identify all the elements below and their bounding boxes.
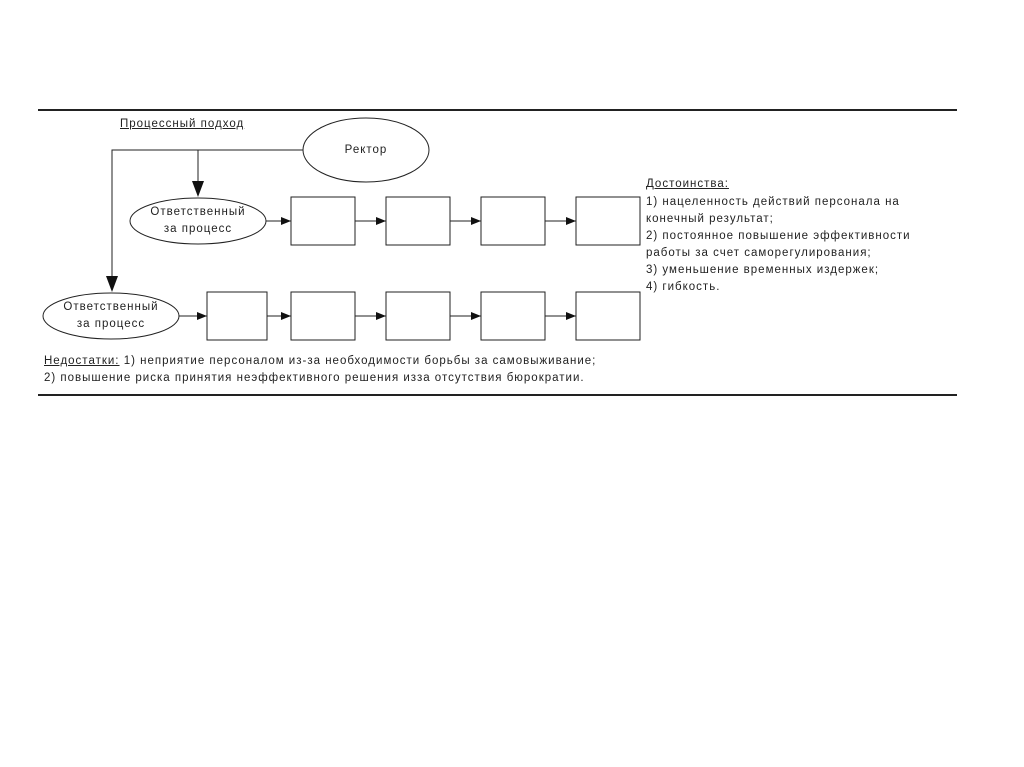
disadvantage-text: 1) неприятие персоналом из-за необходимо…: [119, 355, 597, 367]
disadvantages-line-2: 2) повышение риска принятия неэффективно…: [44, 372, 585, 384]
arrow-down-icon: [106, 276, 118, 292]
connector-rector: [111, 149, 303, 282]
process-step: [290, 196, 356, 246]
owner-label-line: Ответственный: [150, 206, 246, 218]
process-step: [290, 291, 356, 341]
process-step: [480, 196, 546, 246]
disadvantages-line-1: Недостатки: 1) неприятие персоналом из-з…: [44, 355, 596, 367]
process-step: [385, 196, 451, 246]
advantage-line: работы за счет саморегулирования;: [646, 247, 872, 259]
process-step: [575, 291, 641, 341]
flow-arrows: [179, 217, 576, 320]
row-2: [206, 291, 641, 341]
process-step: [206, 291, 268, 341]
rector-label: Ректор: [344, 144, 388, 156]
owner-label-1: Ответственный за процесс: [130, 204, 266, 238]
process-step: [385, 291, 451, 341]
advantages-heading: Достоинства:: [646, 178, 729, 190]
owner-label-2: Ответственный за процесс: [43, 299, 179, 333]
advantage-line: 1) нацеленность действий персонала на: [646, 196, 900, 208]
owner-label-line: Ответственный: [63, 301, 159, 313]
advantage-line: 4) гибкость.: [646, 281, 721, 293]
advantage-line: 2) постоянное повышение эффективности: [646, 230, 911, 242]
owner-label-line: за процесс: [76, 318, 146, 330]
process-step: [480, 291, 546, 341]
diagram-title: Процессный подход: [120, 118, 245, 130]
owner-label-line: за процесс: [163, 223, 233, 235]
advantage-line: 3) уменьшение временных издержек;: [646, 264, 880, 276]
process-step: [575, 196, 641, 246]
arrow-down-icon: [192, 181, 204, 197]
advantage-line: конечный результат;: [646, 213, 774, 225]
disadvantages-heading: Недостатки:: [44, 355, 120, 367]
